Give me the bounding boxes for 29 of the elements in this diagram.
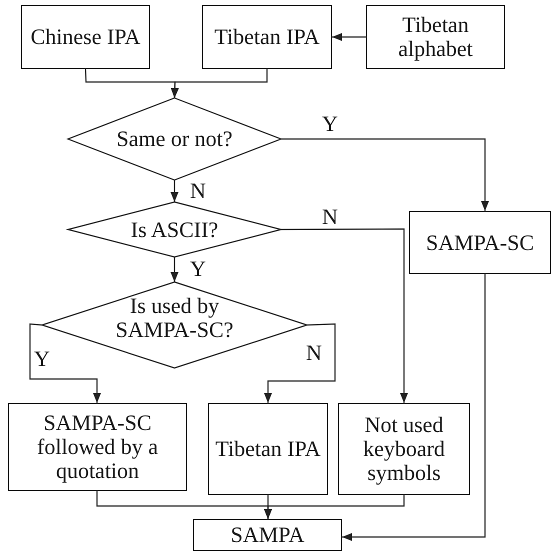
decision-label: Is ASCII? [130,218,218,242]
process-box [193,519,342,551]
arrow [170,180,178,202]
box-label: Chinese IPA [30,25,140,49]
arrow [332,33,366,41]
box-label: Tibetan alphabet [397,13,474,61]
arrow [281,138,489,211]
arrow [29,323,101,403]
arrow [281,228,408,403]
process-box [202,5,332,69]
box-label: Tibetan IPA [214,25,320,49]
process-box [366,5,505,69]
process-box [338,403,470,495]
arrow [264,323,336,403]
decision-label: Same or not? [116,127,233,151]
process-box [409,211,551,274]
box-label: SAMPA-SC followed by a quotation [36,411,159,483]
arrow [342,274,486,541]
process-box [21,5,150,69]
box-label: Not used keyboard symbols [362,413,446,485]
box-label: SAMPA [230,523,304,547]
box-label: SAMPA-SC [426,230,534,254]
decision-label: Is used by SAMPA-SC? [114,294,234,342]
process-box [8,403,187,491]
process-box [208,403,328,495]
arrow [170,69,268,98]
box-label: Tibetan IPA [215,437,321,461]
arrow [170,257,178,282]
arrow [264,495,405,519]
